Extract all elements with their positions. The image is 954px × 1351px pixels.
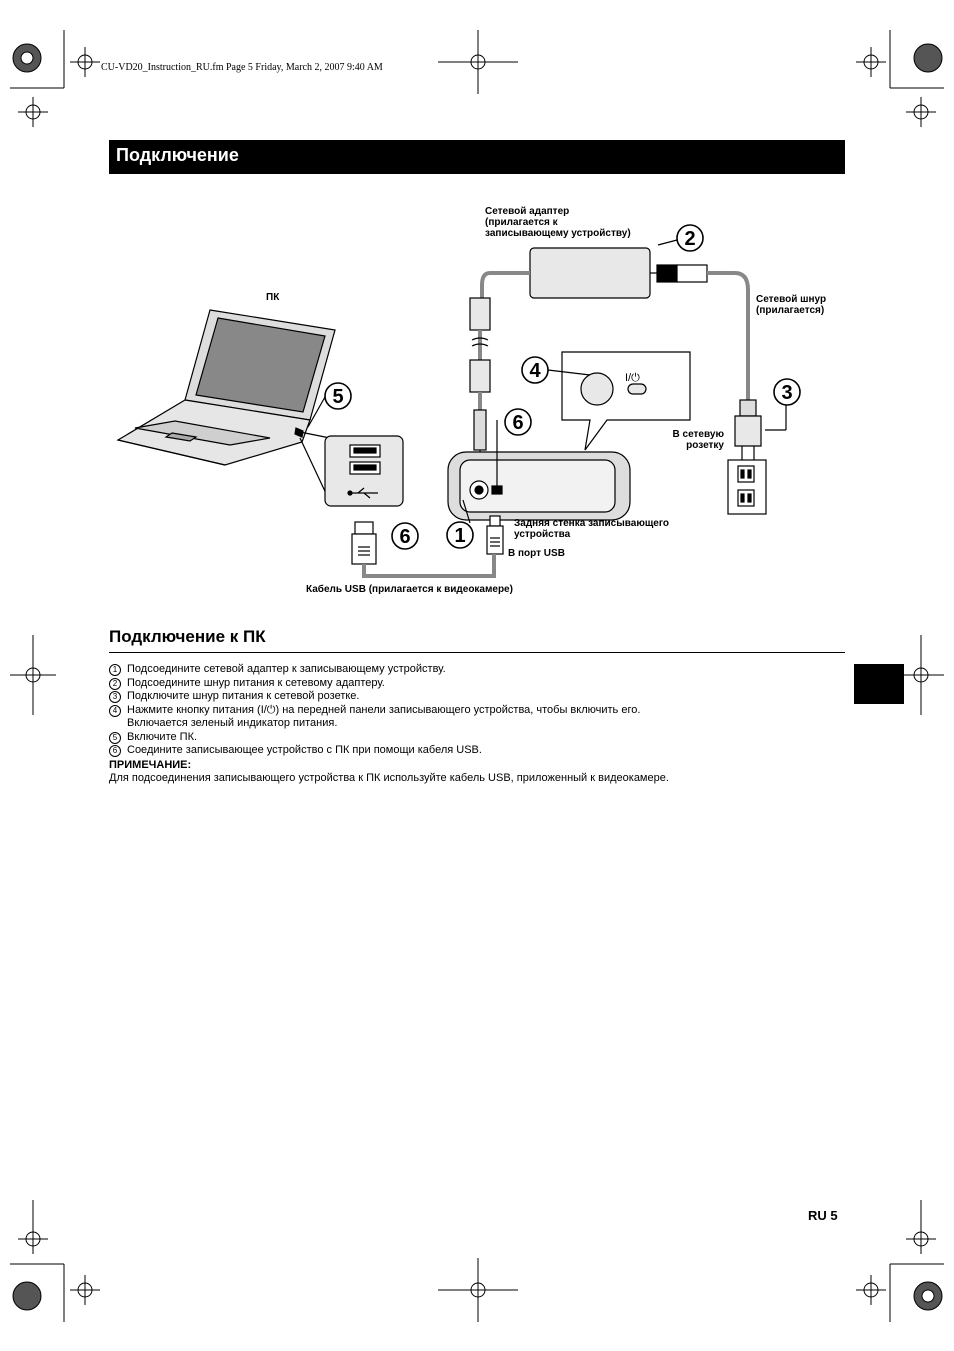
ac-adapter-illustration [469, 247, 750, 480]
power-cord-label: Сетевой шнур (прилагается) [756, 294, 827, 316]
svg-text:4: 4 [529, 360, 541, 382]
power-plug-illustration [727, 399, 767, 515]
svg-text:1: 1 [454, 525, 465, 547]
callout-6-bottom: 6 [391, 522, 419, 550]
callout-4: 4 [521, 356, 549, 384]
power-symbol: I/⏻ [625, 372, 640, 384]
rear-panel-label: Задняя стенка записывающего устройства [514, 518, 670, 540]
note-text: Для подсоединения записывающего устройст… [109, 772, 669, 784]
outlet-label: В сетевую розетку [672, 429, 724, 451]
page-title-bar: Подключение [109, 140, 845, 174]
page-title: Подключение [116, 145, 239, 165]
usb-cable-label: Кабель USB (прилагается к видеокамере) [306, 584, 513, 595]
step-4-continued: Включается зеленый индикатор питания. [127, 717, 338, 729]
pc-label: ПК [266, 292, 280, 303]
svg-text:3: 3 [781, 382, 792, 404]
file-info-header: CU-VD20_Instruction_RU.fm Page 5 Friday,… [101, 62, 383, 73]
note-heading: ПРИМЕЧАНИЕ: [109, 758, 192, 771]
callout-3: 3 [773, 378, 801, 406]
svg-text:6: 6 [399, 526, 410, 548]
usb-port-zoom [299, 431, 404, 507]
svg-text:5: 5 [332, 386, 343, 408]
section-rule [109, 652, 845, 653]
page-number: RU 5 [808, 1208, 838, 1223]
callout-2: 2 [676, 224, 704, 252]
recorder-illustration [447, 451, 631, 521]
usb-port-label: В порт USB [508, 548, 565, 559]
adapter-label: Сетевой адаптер (прилагается к записываю… [485, 206, 631, 239]
callout-1: 1 [446, 521, 474, 549]
svg-text:2: 2 [684, 228, 695, 250]
section-title: Подключение к ПК [109, 627, 266, 646]
usb-cable-illustration [351, 420, 504, 578]
callout-6-top: 6 [504, 408, 532, 436]
laptop-illustration [116, 309, 336, 466]
callout-5: 5 [324, 382, 352, 410]
svg-text:6: 6 [512, 412, 523, 434]
side-tab-marker [854, 664, 904, 704]
power-button-zoom [561, 351, 691, 451]
